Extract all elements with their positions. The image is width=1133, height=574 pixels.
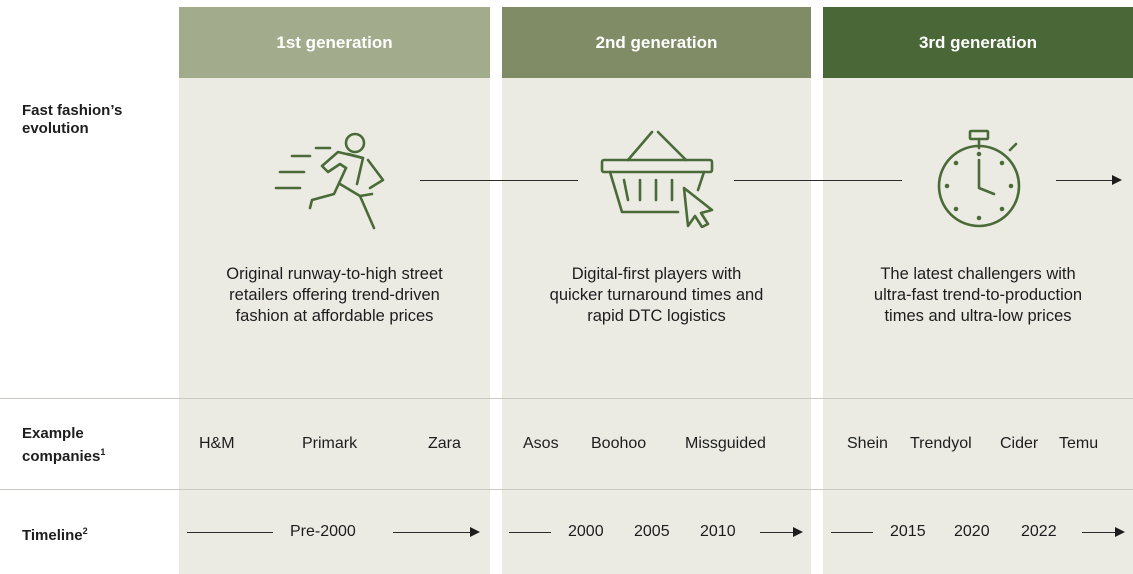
footnote-marker: 2 <box>82 526 88 536</box>
description-line: fashion at affordable prices <box>235 307 434 325</box>
description-line: Original runway-to-high street <box>226 265 443 283</box>
company-name: Zara <box>428 435 461 452</box>
description-line: Digital-first players with <box>571 265 742 283</box>
footnote-marker: 1 <box>100 447 106 457</box>
row-label-line: companies <box>22 448 101 465</box>
shopping-basket-cursor-icon <box>600 130 714 228</box>
arrow-right-icon <box>1112 175 1122 185</box>
timeline-year: Pre-2000 <box>290 523 356 540</box>
timeline-line <box>509 532 551 534</box>
company-name: Primark <box>302 435 358 452</box>
row-label-line: Example <box>22 425 84 442</box>
evolution-connector-line <box>734 180 902 182</box>
evolution-connector-line <box>420 180 578 182</box>
row-label-evolution: Fast fashion’s evolution <box>22 102 122 138</box>
arrow-right-icon <box>470 527 480 537</box>
company-name: Trendyol <box>910 435 972 452</box>
timeline-year: 2010 <box>700 523 736 540</box>
arrow-right-icon <box>1115 527 1125 537</box>
description-line: ultra-fast trend-to-production <box>873 286 1083 304</box>
company-name: H&M <box>199 435 235 452</box>
generation-description-1: Original runway-to-high street retailers… <box>179 264 490 327</box>
company-name: Shein <box>847 435 888 452</box>
generation-description-3: The latest challengers with ultra-fast t… <box>823 264 1133 327</box>
timeline-line <box>393 532 471 534</box>
description-line: retailers offering trend-driven <box>229 286 440 304</box>
description-line: The latest challengers with <box>880 265 1076 283</box>
timeline-year: 2022 <box>1021 523 1057 540</box>
generation-title: 3rd generation <box>918 32 1038 52</box>
row-divider <box>0 398 1133 399</box>
company-name: Boohoo <box>591 435 647 452</box>
row-label-timeline: Timeline2 <box>22 522 88 545</box>
description-line: rapid DTC logistics <box>587 307 726 325</box>
timeline-line <box>1082 532 1116 534</box>
row-label-line: evolution <box>22 120 89 137</box>
description-line: times and ultra-low prices <box>884 307 1072 325</box>
generation-title: 2nd generation <box>595 32 718 52</box>
timeline-line <box>760 532 794 534</box>
timeline-year: 2020 <box>954 523 990 540</box>
row-label-line: Fast fashion’s <box>22 102 123 119</box>
stopwatch-icon <box>937 129 1021 228</box>
arrow-right-icon <box>793 527 803 537</box>
timeline-line <box>187 532 273 534</box>
description-line: quicker turnaround times and <box>549 286 764 304</box>
generation-description-2: Digital-first players with quicker turna… <box>502 264 811 327</box>
row-divider <box>0 489 1133 490</box>
row-label-line: Timeline <box>22 527 83 544</box>
generation-title: 1st generation <box>276 32 393 52</box>
running-person-icon <box>274 132 385 230</box>
timeline-line <box>831 532 873 534</box>
generation-header-1: 1st generation <box>179 7 490 78</box>
generation-header-2: 2nd generation <box>502 7 811 78</box>
generation-header-3: 3rd generation <box>823 7 1133 78</box>
evolution-connector-line <box>1056 180 1114 182</box>
company-name: Asos <box>523 435 559 452</box>
timeline-year: 2000 <box>568 523 604 540</box>
column-1-background <box>179 78 490 574</box>
row-label-companies: Example companies1 <box>22 425 105 466</box>
company-name: Missguided <box>685 435 766 452</box>
timeline-year: 2005 <box>634 523 670 540</box>
timeline-year: 2015 <box>890 523 926 540</box>
company-name: Cider <box>1000 435 1039 452</box>
company-name: Temu <box>1059 435 1099 452</box>
